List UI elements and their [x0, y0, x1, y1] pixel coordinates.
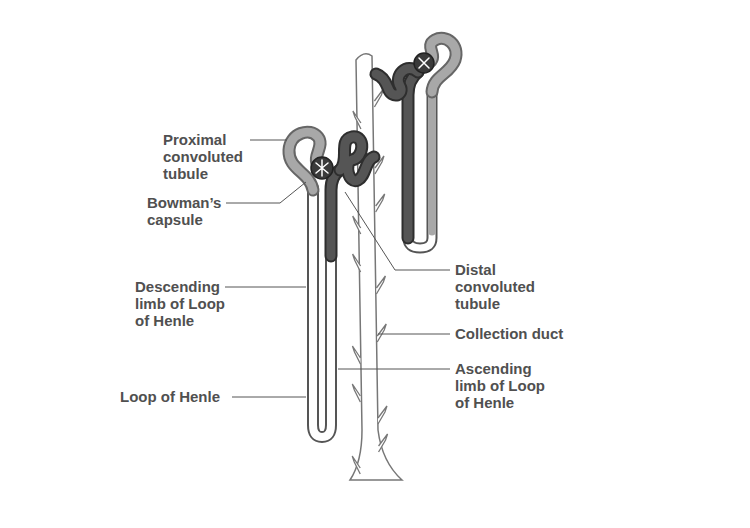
duct-branch — [377, 324, 386, 342]
duct-branch — [378, 406, 387, 424]
ascending-limb-dark — [331, 170, 340, 256]
part-label: Descending limb of Loop of Henle — [135, 278, 235, 329]
bowmans-capsule — [311, 157, 333, 179]
dct-fill — [340, 137, 374, 181]
dct-outline — [340, 137, 374, 181]
r-dct-fill — [376, 69, 418, 96]
duct-branch — [352, 346, 360, 364]
left-nephron — [289, 132, 374, 437]
duct-branch — [352, 384, 360, 402]
collection-duct — [350, 54, 402, 480]
r-glomerulus — [419, 58, 429, 68]
leader-line — [338, 369, 450, 370]
leader-line — [250, 140, 287, 141]
duct-branch — [353, 254, 361, 272]
right-nephron — [376, 38, 456, 248]
duct-branch — [353, 111, 361, 129]
leader-line — [232, 397, 306, 398]
leader-line — [345, 192, 450, 270]
part-label: Loop of Henle — [120, 388, 250, 405]
leader-line — [226, 182, 306, 203]
part-label: Distal convoluted tubule — [455, 261, 547, 312]
leader-line — [378, 334, 450, 335]
duct-branch — [379, 434, 388, 452]
r-descending-fill — [429, 92, 436, 232]
duct-branch — [353, 216, 361, 234]
r-dct-outline — [376, 69, 418, 96]
duct-branch — [376, 276, 385, 294]
part-label: Collection duct — [455, 325, 635, 342]
duct-outline — [350, 54, 402, 480]
r-ascending-outline — [408, 72, 418, 238]
duct-branch — [374, 89, 383, 107]
ascending-limb-fill — [331, 170, 340, 256]
part-label: Ascending limb of Loop of Henle — [455, 360, 555, 411]
part-label: Bowman’s capsule — [147, 194, 229, 228]
leader-line — [225, 287, 306, 288]
duct-branch — [352, 456, 360, 474]
part-label: Proximal convoluted tubule — [163, 131, 263, 182]
r-bowmans-capsule — [414, 53, 434, 73]
duct-branch — [376, 194, 385, 212]
glomerulus — [316, 160, 328, 176]
leader-lines — [225, 140, 450, 397]
r-ascending-fill — [408, 72, 418, 238]
